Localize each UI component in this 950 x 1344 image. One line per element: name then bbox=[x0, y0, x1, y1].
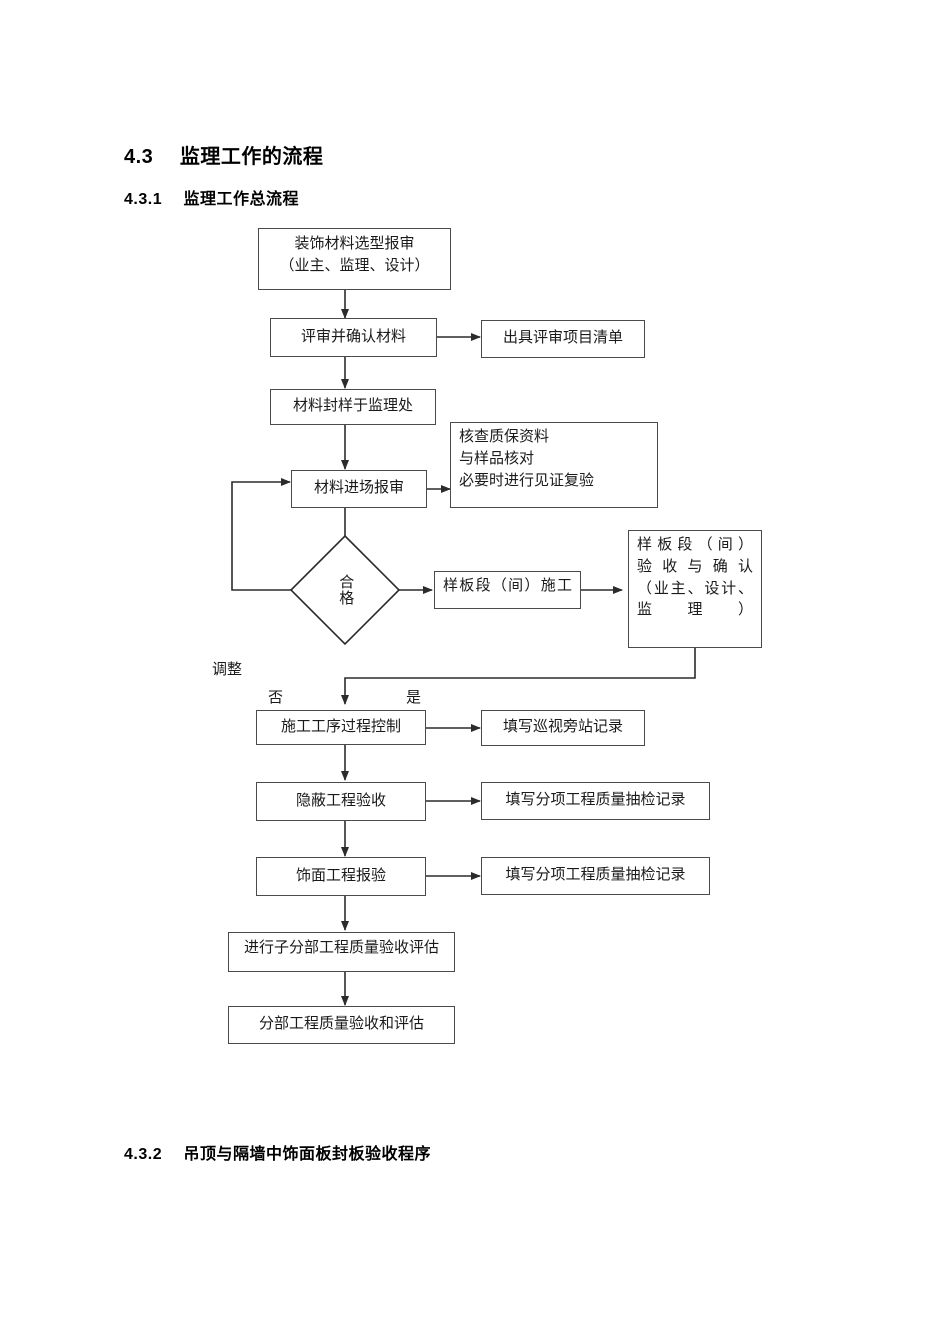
edge-label-yes: 是 bbox=[406, 690, 422, 706]
node-sample-construction: 样板段（间）施工 bbox=[434, 571, 581, 609]
node-seal-sample-label: 材料封样于监理处 bbox=[292, 398, 413, 415]
heading-section-4-3-2: 4.3.2 吊顶与隔墙中饰面板封板验收程序 bbox=[124, 1146, 432, 1163]
node-subitem-record-2: 填写分项工程质量抽检记录 bbox=[481, 857, 710, 895]
node-patrol-record: 填写巡视旁站记录 bbox=[481, 710, 645, 746]
node-sub-division-eval-label: 进行子分部工程质量验收评估 bbox=[243, 940, 439, 956]
node-division-eval-label: 分部工程质量验收和评估 bbox=[258, 1016, 424, 1033]
node-finish-inspection: 饰面工程报验 bbox=[256, 857, 426, 896]
node-check-quality-docs-label: 核查质保资料 与样品核对 必要时进行见证复验 bbox=[459, 429, 595, 489]
node-decision-qualified-label-wrap: 合格 bbox=[289, 534, 401, 646]
node-review-confirm: 评审并确认材料 bbox=[270, 318, 437, 357]
node-material-selection: 装饰材料选型报审 （业主、监理、设计） bbox=[258, 228, 451, 290]
edge-label-adjust: 调整 bbox=[212, 662, 243, 678]
node-material-entry: 材料进场报审 bbox=[291, 470, 427, 508]
diamond-shape bbox=[289, 534, 401, 646]
node-subitem-record-2-label: 填写分项工程质量抽检记录 bbox=[505, 867, 686, 884]
node-issue-list-label: 出具评审项目清单 bbox=[502, 330, 623, 347]
node-sample-construction-label: 样板段（间）施工 bbox=[443, 578, 572, 594]
node-review-confirm-label: 评审并确认材料 bbox=[300, 328, 406, 345]
node-concealed-acceptance: 隐蔽工程验收 bbox=[256, 782, 426, 821]
node-material-entry-label: 材料进场报审 bbox=[313, 480, 404, 497]
node-division-eval: 分部工程质量验收和评估 bbox=[228, 1006, 455, 1044]
node-check-quality-docs: 核查质保资料 与样品核对 必要时进行见证复验 bbox=[450, 422, 658, 508]
node-issue-list: 出具评审项目清单 bbox=[481, 320, 645, 358]
node-process-control: 施工工序过程控制 bbox=[256, 710, 426, 745]
node-sample-acceptance-label: 样板段（间） 验收与确认 （业主、设计、监理） bbox=[637, 537, 753, 619]
node-sample-acceptance: 样板段（间） 验收与确认 （业主、设计、监理） bbox=[628, 530, 762, 648]
heading-section-4-3: 4.3 监理工作的流程 bbox=[124, 146, 324, 168]
node-subitem-record-1-label: 填写分项工程质量抽检记录 bbox=[505, 792, 686, 809]
node-decision-qualified-label: 合格 bbox=[337, 574, 354, 606]
node-sub-division-eval: 进行子分部工程质量验收评估 bbox=[228, 932, 455, 972]
node-finish-inspection-label: 饰面工程报验 bbox=[295, 867, 386, 884]
edge-label-no: 否 bbox=[268, 690, 284, 706]
node-patrol-record-label: 填写巡视旁站记录 bbox=[502, 719, 623, 736]
node-seal-sample: 材料封样于监理处 bbox=[270, 389, 436, 425]
node-subitem-record-1: 填写分项工程质量抽检记录 bbox=[481, 782, 710, 820]
node-decision-qualified: 合格 bbox=[289, 534, 401, 646]
node-concealed-acceptance-label: 隐蔽工程验收 bbox=[295, 792, 386, 809]
node-material-selection-label: 装饰材料选型报审 （业主、监理、设计） bbox=[279, 236, 430, 274]
node-process-control-label: 施工工序过程控制 bbox=[280, 718, 401, 735]
heading-section-4-3-1: 4.3.1 监理工作总流程 bbox=[124, 191, 300, 208]
